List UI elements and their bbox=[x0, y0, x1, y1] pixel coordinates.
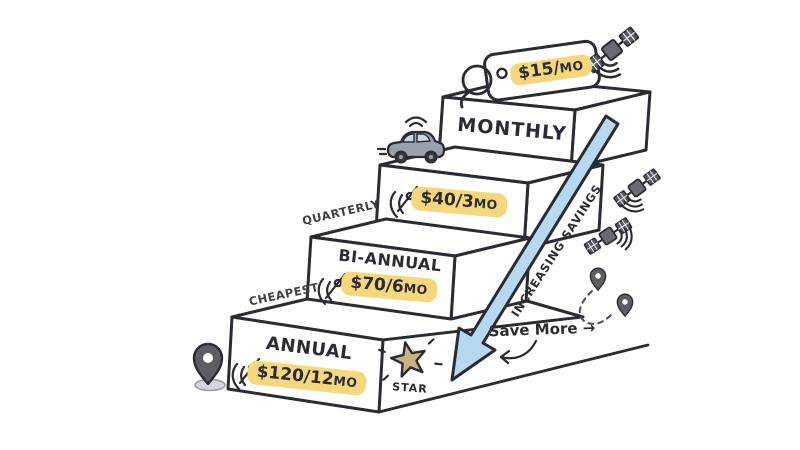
save-more-label: Save More → bbox=[488, 318, 596, 341]
price-suffix: MO bbox=[473, 195, 499, 213]
price-amount: $70/6 bbox=[349, 272, 405, 298]
price-suffix: MO bbox=[558, 57, 585, 76]
price-suffix: MO bbox=[403, 280, 429, 298]
price-amount: $15/ bbox=[516, 57, 561, 84]
car-icon bbox=[376, 116, 446, 164]
curved-arrow-icon bbox=[499, 339, 538, 365]
pin-route-path bbox=[578, 290, 613, 325]
location-pin-icon bbox=[192, 342, 226, 392]
price-amount: $40/3 bbox=[419, 187, 475, 213]
savings-arrow-icon bbox=[450, 114, 620, 382]
star-icon bbox=[378, 338, 443, 381]
tag-string-loop bbox=[461, 64, 493, 96]
satellite-icon bbox=[612, 167, 671, 221]
star-label: STAR bbox=[391, 380, 429, 396]
location-pin-icon bbox=[616, 293, 634, 317]
price-suffix: MO bbox=[332, 372, 359, 391]
location-pin-icon bbox=[589, 267, 607, 291]
ground-line bbox=[377, 343, 650, 414]
